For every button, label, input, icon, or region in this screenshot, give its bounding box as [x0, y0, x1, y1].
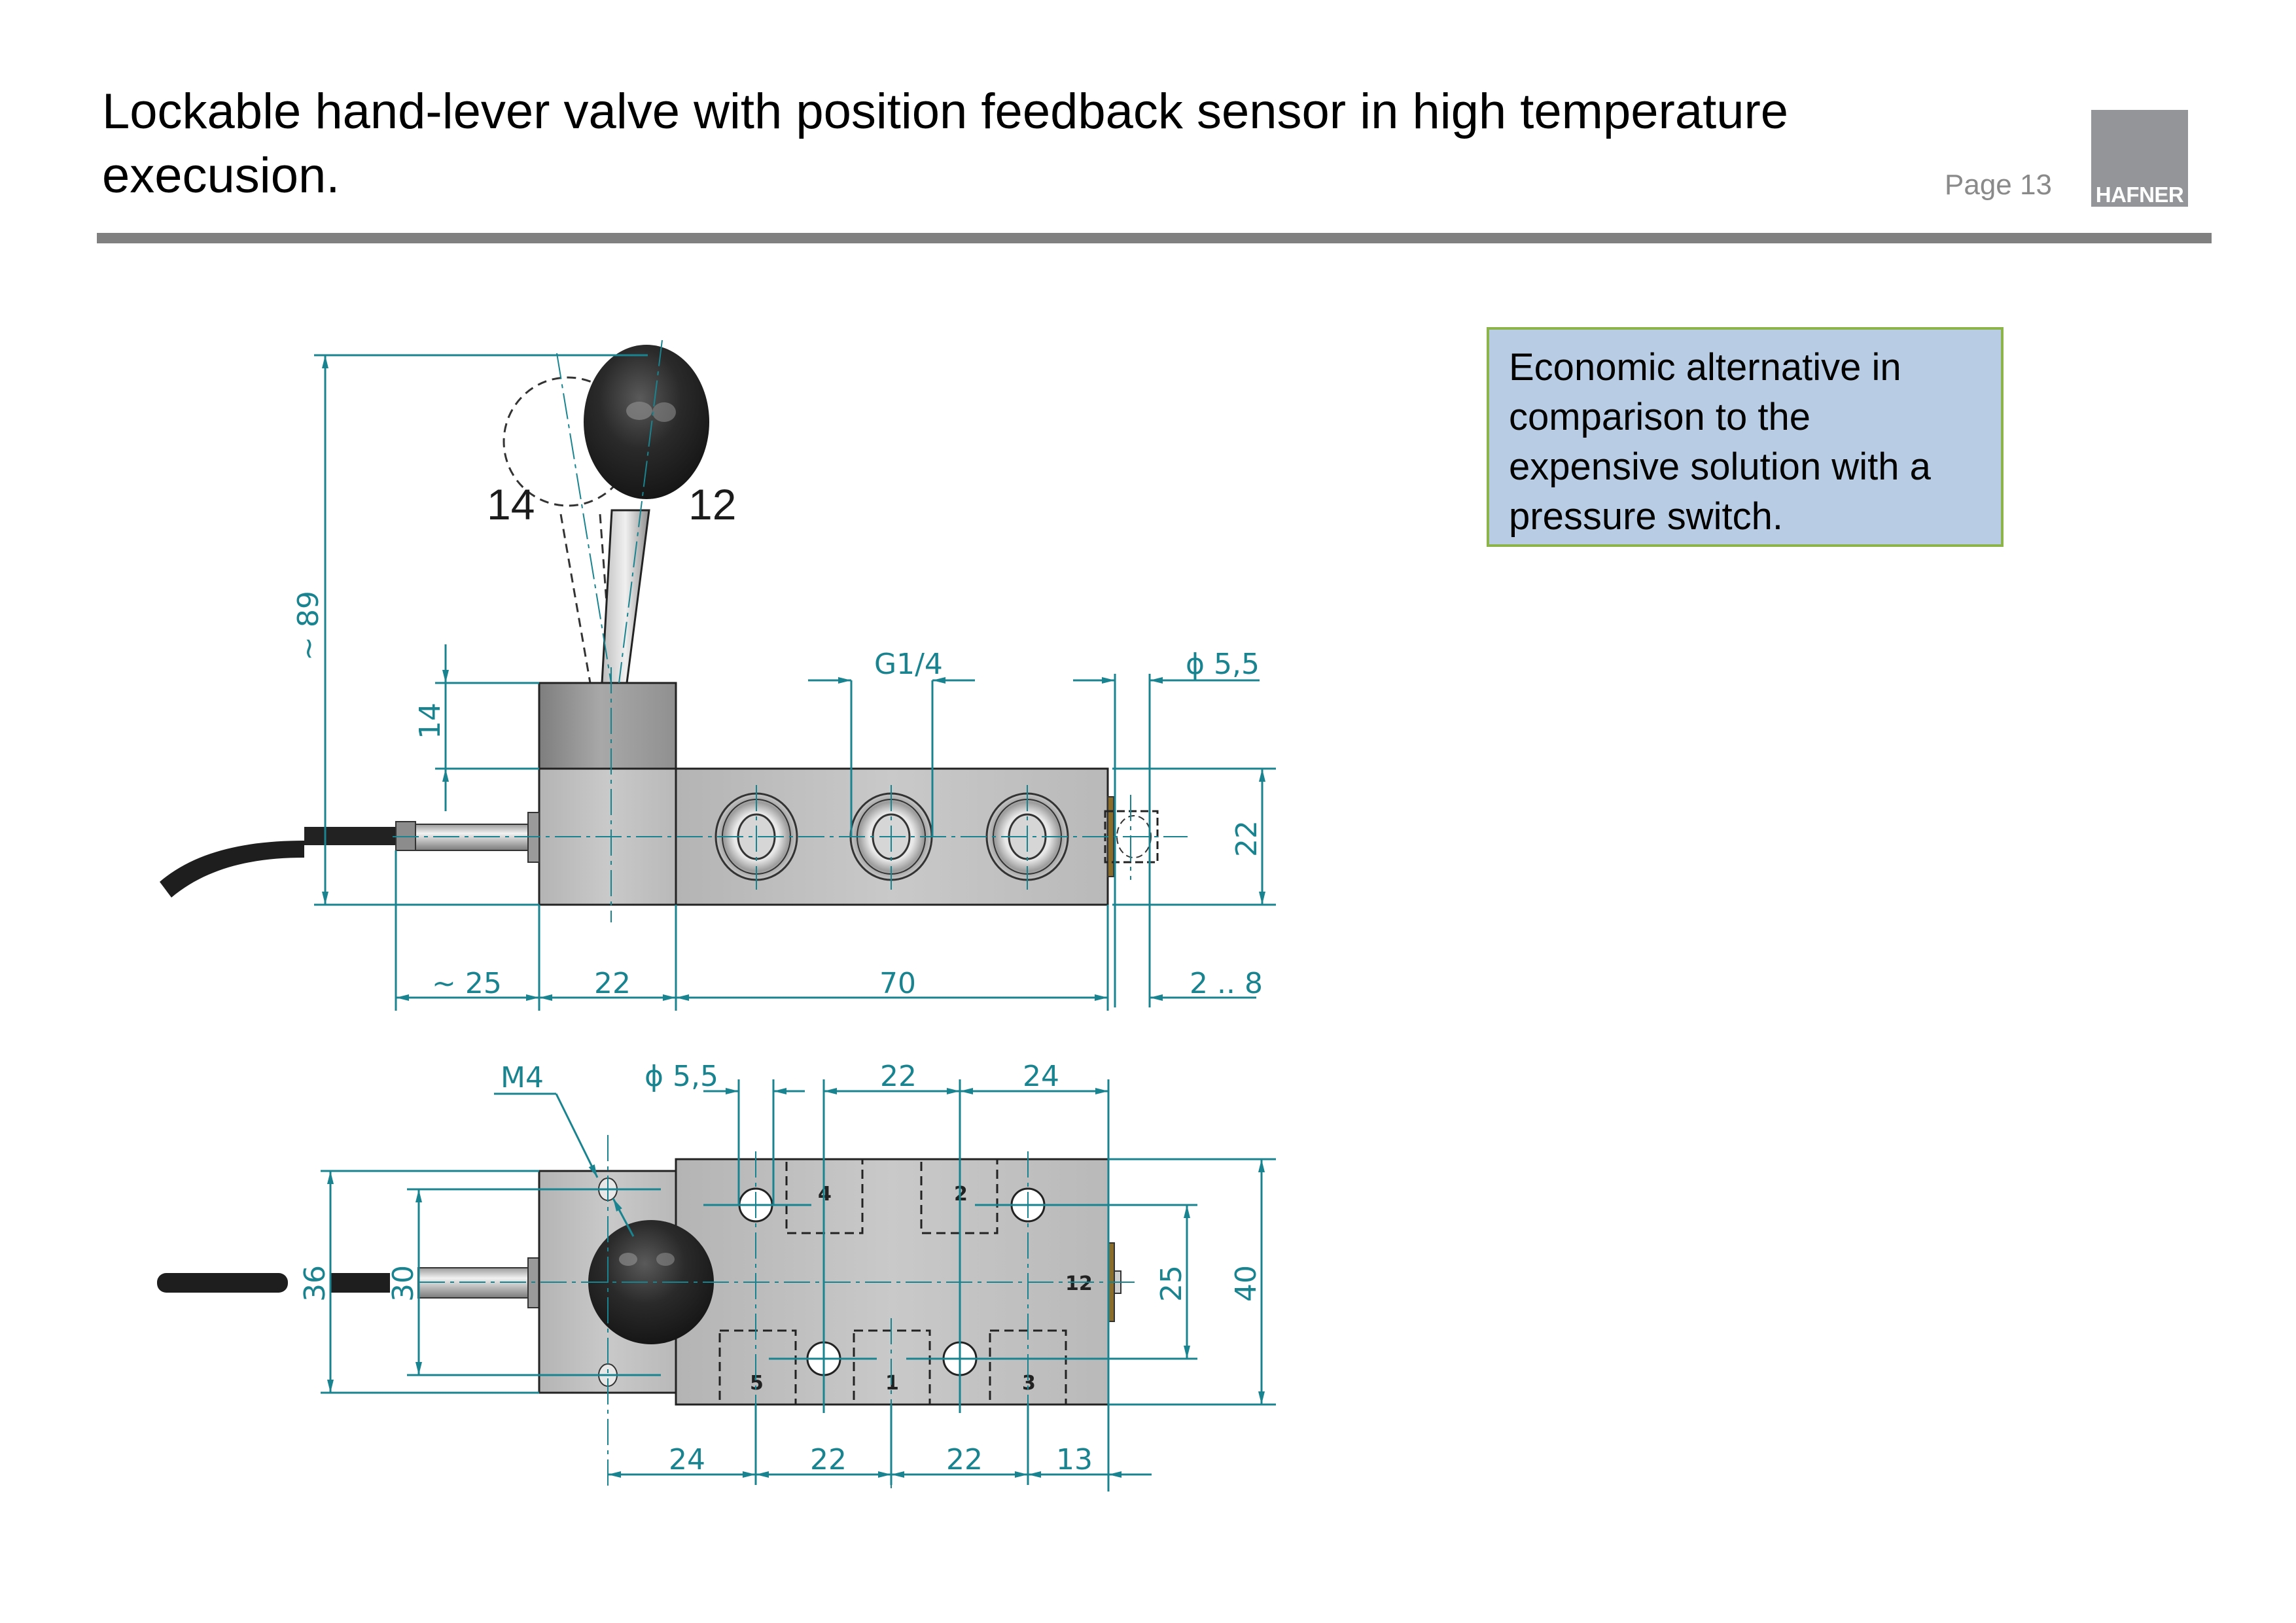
dim-lever-block-width: 22 [594, 967, 631, 1000]
side-view: 14 12 ~ 89 14 G1/4 ϕ 5,5 22 ~ 25 22 70 2… [160, 340, 1276, 1011]
knob-highlight [652, 402, 676, 422]
hafner-logo: HAFNER [2091, 110, 2188, 207]
dim-top-24: 24 [1023, 1060, 1059, 1093]
lever-block [538, 682, 677, 770]
dim-body-width: 40 [1229, 1265, 1263, 1302]
knob-highlight [626, 402, 652, 420]
lever-position-12-label: 12 [688, 480, 736, 529]
callout-text: Economic alternative in comparison to th… [1509, 346, 1931, 538]
lever-knob-top [588, 1220, 714, 1344]
dim-hole-diameter: ϕ 5,5 [645, 1060, 718, 1093]
dim-top-22: 22 [880, 1060, 917, 1093]
lever-rod [601, 509, 650, 684]
knob-highlight [656, 1253, 675, 1266]
port-label-3: 3 [1022, 1372, 1036, 1395]
port-label-12: 12 [1065, 1272, 1093, 1295]
dim-port-thread: G1/4 [874, 648, 943, 681]
dim-lever-block-height: 14 [414, 703, 447, 739]
dim-bottom-22a: 22 [810, 1443, 847, 1476]
dim-bottom-22b: 22 [946, 1443, 983, 1476]
dim-body-length: 70 [879, 967, 916, 1000]
logo-text: HAFNER [2095, 183, 2184, 207]
top-view: 4 2 5 1 3 12 [157, 1060, 1276, 1492]
dim-block-width: 36 [298, 1265, 332, 1302]
dim-body-height: 22 [1230, 820, 1263, 857]
dim-overall-height: ~ 89 [292, 591, 325, 661]
knob-highlight [619, 1253, 637, 1266]
info-callout: Economic alternative in comparison to th… [1487, 327, 2004, 547]
dim-sensor-length: ~ 25 [432, 967, 502, 1000]
dimension-lines [314, 354, 1276, 1011]
lever-position-14-label: 14 [487, 480, 535, 529]
page-title: Lockable hand-lever valve with position … [102, 84, 1789, 203]
position-sensor [160, 812, 540, 898]
lever-knob [584, 345, 709, 499]
dim-bottom-24: 24 [669, 1443, 705, 1476]
dim-hole-spacing: 25 [1155, 1265, 1188, 1302]
center-lines [393, 340, 1188, 922]
port-label-1: 1 [885, 1372, 899, 1395]
page-number: Page 13 [1945, 169, 2052, 201]
header-divider [97, 233, 2212, 243]
dim-thread-label: M4 [501, 1061, 544, 1094]
dim-mount-hole-diameter: ϕ 5,5 [1186, 648, 1260, 681]
dim-end-adjust: 2 .. 8 [1190, 967, 1263, 1000]
port-label-5: 5 [750, 1372, 764, 1395]
dimension-lines-top [321, 1079, 1276, 1492]
dim-thread-spacing: 30 [387, 1265, 420, 1302]
dim-bottom-13: 13 [1056, 1443, 1093, 1476]
